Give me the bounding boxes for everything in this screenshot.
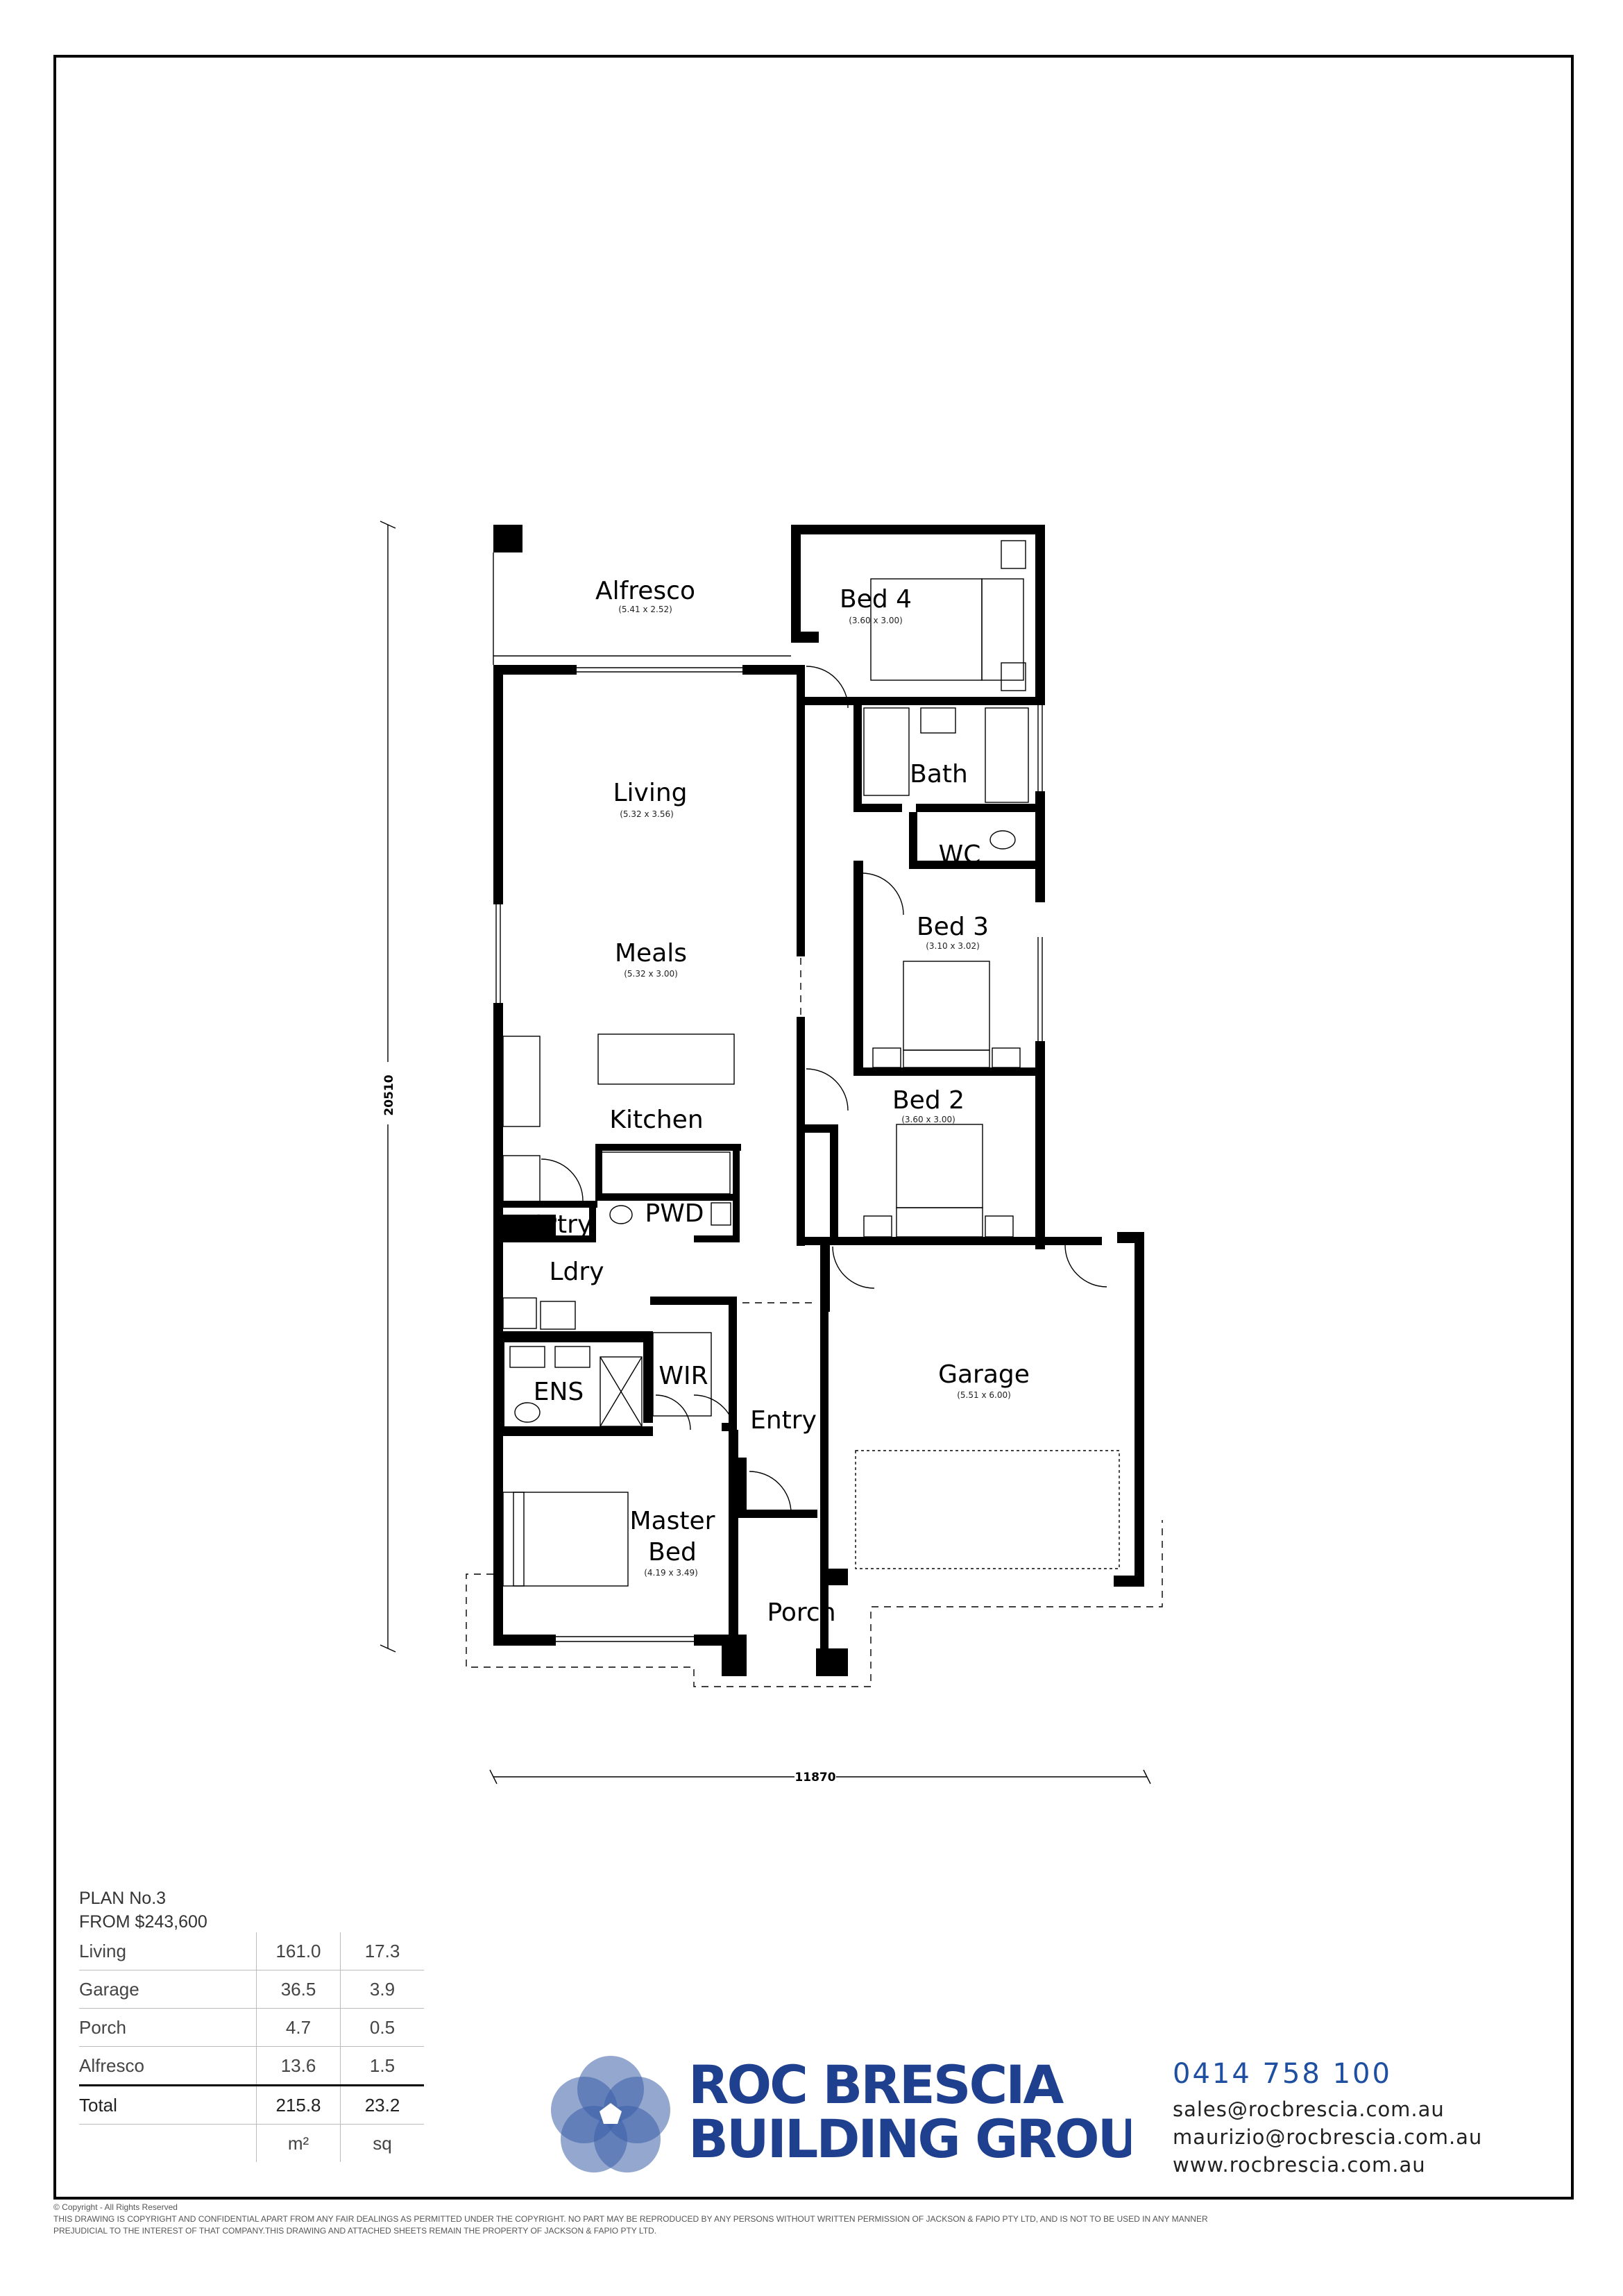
contact-block: 0414 758 100 sales@rocbrescia.com.au mau… (1173, 2058, 1482, 2179)
area-label: Alfresco (79, 2046, 257, 2086)
area-sq: 0.5 (340, 2008, 424, 2047)
room-label-garage: Garage (938, 1360, 1030, 1389)
brand-line1: ROC BRESCIA (688, 2054, 1064, 2116)
room-dim-bed4: (3.60 x 3.00) (849, 616, 903, 625)
room-label-pwd: PWD (645, 1199, 704, 1228)
room-label-ens: ENS (534, 1378, 584, 1406)
area-m2: 13.6 (256, 2046, 341, 2086)
table-row: Garage 36.5 3.9 (79, 1970, 424, 2009)
copyright-line3: PREJUDICIAL TO THE INTEREST OF THAT COMP… (53, 2226, 657, 2236)
height-dimension: 20510 (382, 1074, 396, 1115)
room-dim-bed3: (3.10 x 3.02) (926, 941, 980, 951)
copyright-line2: THIS DRAWING IS COPYRIGHT AND CONFIDENTI… (53, 2214, 1208, 2224)
table-row: Living 161.0 17.3 (79, 1932, 424, 1970)
room-dim-bed2: (3.60 x 3.00) (901, 1115, 955, 1124)
area-sq: 17.3 (340, 1932, 424, 1970)
room-dim-living: (5.32 x 3.56) (620, 809, 674, 819)
width-dimension: 11870 (794, 1771, 835, 1784)
unit-sq: sq (340, 2124, 424, 2162)
area-label: Garage (79, 1970, 257, 2009)
room-label-master: Master (630, 1507, 715, 1535)
room-label-entry: Entry (750, 1406, 817, 1435)
area-sq: 23.2 (340, 2084, 424, 2125)
room-dim-garage: (5.51 x 6.00) (957, 1390, 1011, 1400)
room-label-wir: WIR (658, 1362, 708, 1390)
plan-number: PLAN No.3 (79, 1889, 167, 1908)
room-label-master-bed: Bed (648, 1538, 697, 1567)
area-m2: 161.0 (256, 1932, 341, 1970)
room-dim-meals: (5.32 x 3.00) (624, 969, 678, 979)
contact-maurizio-email: maurizio@rocbrescia.com.au (1173, 2125, 1483, 2149)
table-row: Porch 4.7 0.5 (79, 2008, 424, 2047)
room-label-ldry: Ldry (549, 1258, 604, 1286)
copyright-notice: © Copyright - All Rights Reserved THIS D… (53, 2202, 1580, 2237)
room-label-wc: WC (939, 841, 981, 869)
area-label: Total (79, 2084, 257, 2125)
brand-logo: ROC BRESCIA BUILDING GROUP (551, 2054, 1131, 2172)
room-label-meals: Meals (615, 939, 687, 968)
room-dim-master: (4.19 x 3.49) (644, 1568, 698, 1578)
table-row-units: m² sq (79, 2124, 424, 2162)
room-dim-alfresco: (5.41 x 2.52) (618, 605, 672, 614)
room-label-kitchen: Kitchen (609, 1106, 703, 1134)
area-label: Porch (79, 2008, 257, 2047)
table-row: Alfresco 13.6 1.5 (79, 2046, 424, 2086)
plan-info: PLAN No.3 FROM $243,600 (79, 1886, 207, 1934)
area-label: Living (79, 1932, 257, 1970)
area-m2: 36.5 (256, 1970, 341, 2009)
plan-price: FROM $243,600 (79, 1912, 207, 1932)
room-label-bed3: Bed 3 (917, 913, 989, 941)
copyright-line1: © Copyright - All Rights Reserved (53, 2202, 178, 2212)
room-label-bath: Bath (910, 760, 968, 788)
area-m2: 215.8 (256, 2084, 341, 2125)
drawing-frame (53, 55, 1574, 2200)
area-sq: 3.9 (340, 1970, 424, 2009)
contact-phone: 0414 758 100 (1173, 2058, 1392, 2090)
table-row-total: Total 215.8 23.2 (79, 2084, 424, 2125)
contact-website: www.rocbrescia.com.au (1173, 2153, 1426, 2177)
room-label-living: Living (613, 779, 687, 807)
contact-sales-email: sales@rocbrescia.com.au (1173, 2097, 1445, 2121)
room-label-bptry: B'Ptry (518, 1210, 593, 1239)
room-label-porch: Porch (767, 1598, 835, 1627)
room-label-bed2: Bed 2 (892, 1086, 965, 1115)
brand-line2: BUILDING GROUP (688, 2108, 1131, 2170)
room-label-alfresco: Alfresco (595, 577, 695, 605)
area-m2: 4.7 (256, 2008, 341, 2047)
room-label-bed4: Bed 4 (840, 585, 912, 614)
unit-m2: m² (256, 2124, 341, 2162)
area-sq: 1.5 (340, 2046, 424, 2086)
walls (493, 525, 1144, 1676)
area-table: Living 161.0 17.3 Garage 36.5 3.9 Porch … (79, 1932, 424, 2162)
logo-icon (551, 2056, 670, 2172)
